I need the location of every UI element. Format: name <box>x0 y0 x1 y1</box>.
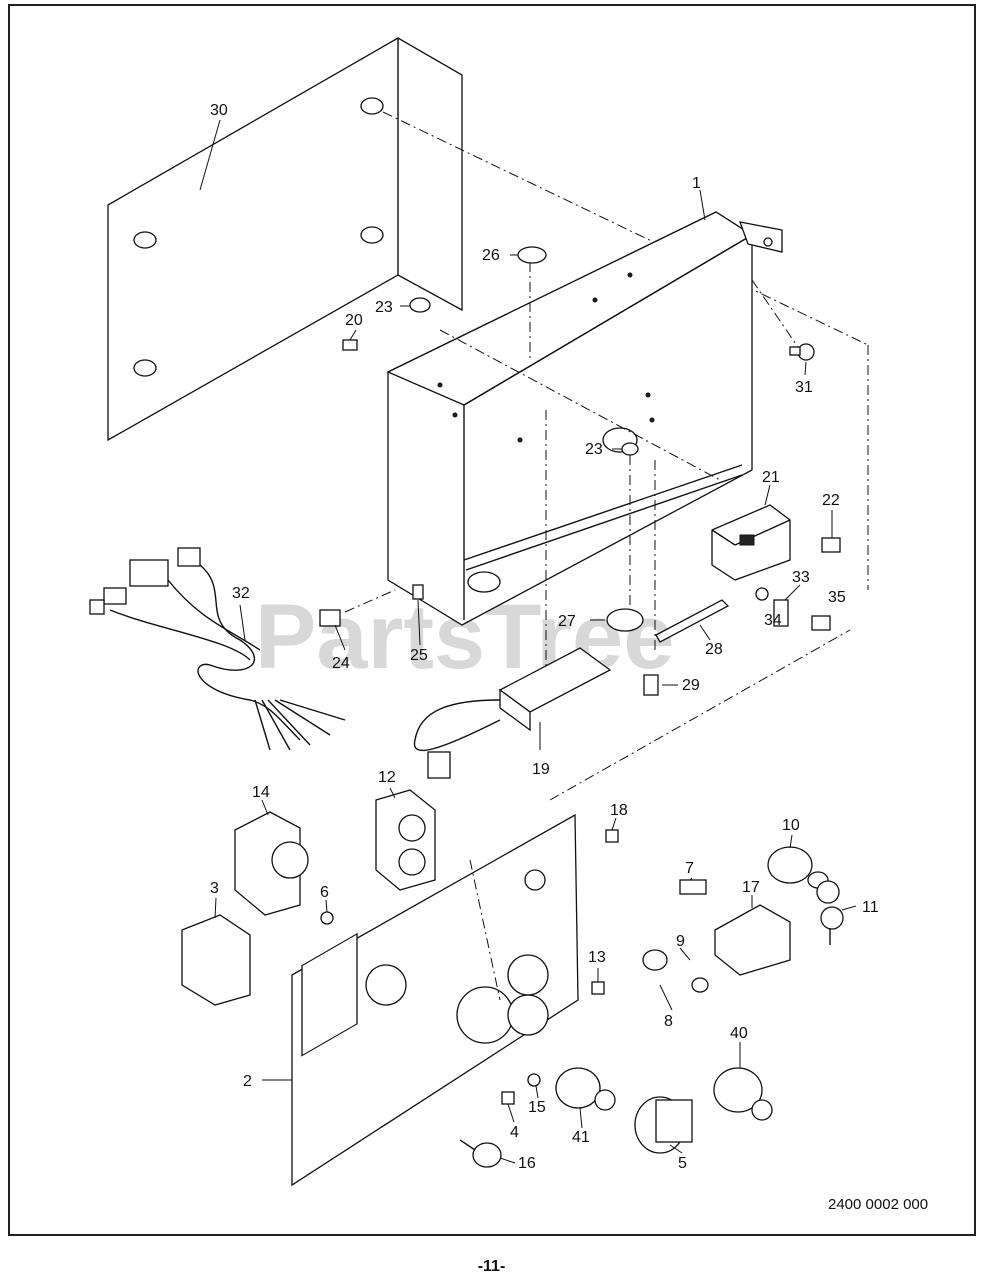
keys-11 <box>816 880 844 945</box>
pilot-lamp-8 <box>642 949 668 971</box>
callout-7: 7 <box>685 860 694 877</box>
callout-15: 15 <box>528 1099 546 1116</box>
callout-3: 3 <box>210 880 219 897</box>
callout-26: 26 <box>482 247 500 264</box>
callout-6: 6 <box>320 884 329 901</box>
screw-22 <box>821 537 841 553</box>
callout-40: 40 <box>730 1025 748 1042</box>
callout-13: 13 <box>588 949 606 966</box>
callout-24: 24 <box>332 655 350 672</box>
bracket-28 <box>655 599 730 643</box>
callout-32: 32 <box>232 585 250 602</box>
callout-33: 33 <box>792 569 810 586</box>
screw-13 <box>591 981 605 995</box>
breaker-3 <box>181 914 251 1006</box>
cover-panel-30 <box>107 37 463 442</box>
switch-40 <box>713 1067 773 1121</box>
leader-lines <box>199 119 857 1164</box>
callout-11: 11 <box>862 899 879 916</box>
screw-20 <box>342 339 358 351</box>
screw-31 <box>789 343 815 361</box>
receptacle-14 <box>234 811 309 916</box>
grommet-26 <box>517 246 547 264</box>
key-switch-10 <box>767 846 829 889</box>
screw-15 <box>527 1073 541 1087</box>
callout-5: 5 <box>678 1155 687 1172</box>
callout-31: 31 <box>795 379 813 396</box>
screw-18 <box>605 829 619 843</box>
callout-20: 20 <box>345 312 363 329</box>
knob-16 <box>459 1139 502 1168</box>
callout-29: 29 <box>682 677 700 694</box>
callout-1: 1 <box>692 175 701 192</box>
callout-28: 28 <box>705 641 723 658</box>
callout-16: 16 <box>518 1155 536 1172</box>
callout-4: 4 <box>510 1124 519 1141</box>
bushing-27 <box>606 608 644 632</box>
callout-30: 30 <box>210 102 228 119</box>
nut-34 <box>755 587 769 601</box>
nut-23 <box>621 442 639 456</box>
callout-25: 25 <box>410 647 428 664</box>
clamp-33 <box>773 599 789 627</box>
callout-34: 34 <box>764 612 782 629</box>
meter-5 <box>634 1096 693 1154</box>
page-border <box>8 4 976 1236</box>
label-25 <box>412 584 424 600</box>
callout-18: 18 <box>610 802 628 819</box>
washer-23 <box>409 297 431 313</box>
lens-9 <box>691 977 709 993</box>
terminal-board-19 <box>413 647 612 779</box>
hour-meter-17 <box>714 904 791 976</box>
callout-10: 10 <box>782 817 800 834</box>
callout-23b: 23 <box>585 441 603 458</box>
callout-22: 22 <box>822 492 840 509</box>
callout-27: 27 <box>558 613 576 630</box>
screw-6 <box>320 911 334 925</box>
callout-14: 14 <box>252 784 270 801</box>
wire-harness-32 <box>89 547 346 751</box>
screw-4 <box>501 1091 515 1105</box>
receptacle-12 <box>375 789 436 891</box>
control-box-1 <box>386 211 783 626</box>
switch-41 <box>555 1067 616 1111</box>
connector-24 <box>319 609 341 627</box>
callout-2: 2 <box>243 1073 252 1090</box>
callout-41: 41 <box>572 1129 590 1146</box>
page-number: -11- <box>477 1258 506 1275</box>
callout-23a: 23 <box>375 299 393 316</box>
callout-9: 9 <box>676 933 685 950</box>
callout-35: 35 <box>828 589 846 606</box>
relay-21 <box>711 504 791 581</box>
callout-12: 12 <box>378 769 396 786</box>
fuse-holder-7 <box>679 879 707 895</box>
screw-35 <box>811 615 831 631</box>
callout-8: 8 <box>664 1013 673 1030</box>
callout-19: 19 <box>532 761 550 778</box>
bolt-29 <box>643 674 659 696</box>
diagram-part-number: 2400 0002 000 <box>828 1196 929 1213</box>
front-panel-2 <box>291 813 579 1187</box>
callout-17: 17 <box>742 879 760 896</box>
callout-21: 21 <box>762 469 780 486</box>
